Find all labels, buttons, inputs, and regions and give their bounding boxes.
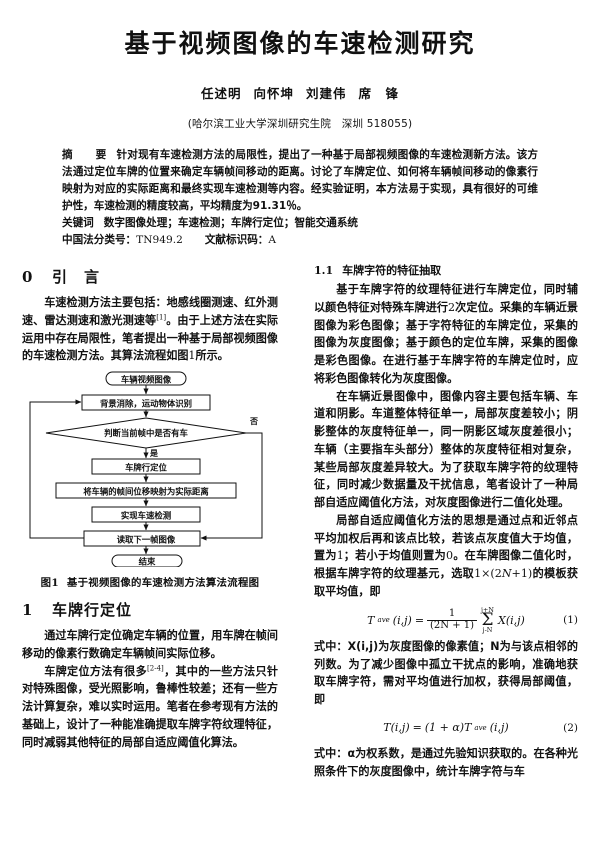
- flow-node-end: 结束: [139, 557, 156, 567]
- keywords-text: 数字图像处理；车速检测；车牌行定位；智能交通系统: [103, 217, 359, 230]
- flow-node-step2: 车牌行定位: [125, 463, 167, 473]
- abstract-text: 针对现有车速检测方法的局限性，提出了一种基于局部视频图像的车速检测新方法。该方法…: [62, 148, 539, 212]
- affiliation: (哈尔滨工业大学深圳研究生院 深圳 518055): [187, 117, 413, 130]
- subsection-1-1-paragraph-2: 在车辆近景图像中，图像内容主要包括车辆、车道和阴影。车道整体特征单一，局部灰度差…: [314, 389, 578, 510]
- abstract-label: 摘 要: [62, 148, 113, 161]
- flowchart-diagram: 车辆视频图像 背景消除，运动物体识别 判断当前帧中是否有车 车牌行定位 将车辆的…: [29, 371, 263, 567]
- title-block: 基于视频图像的车速检测研究 任述明向怀坤刘建伟席 锋 (哈尔滨工业大学深圳研究生…: [0, 0, 600, 131]
- doc-code-value: A: [268, 234, 277, 247]
- equation-1-summation: j+N Σ j-N: [481, 605, 494, 635]
- flow-edge-label-no: 否: [249, 417, 258, 426]
- subsection-1-1-number: 1.1: [314, 264, 334, 277]
- equation-2-number: (2): [563, 721, 578, 734]
- clc-line: 中国法分类号：TN949.2 文献标识码：A: [62, 232, 538, 249]
- section-0-paragraph-1: 车速检测方法主要包括：地感线圈测速、红外测速、雷达测速和激光测速等[1]。由于上…: [22, 296, 278, 363]
- equation-1-summand: X(i,j): [497, 613, 525, 627]
- equation-2-lhs: T(i,j): [383, 721, 410, 735]
- equation-1-lhs: T: [367, 613, 375, 627]
- equation-2-equals: =: [412, 721, 422, 735]
- section-heading-0: 0 引 言: [22, 266, 278, 287]
- figure-1-number: 图1: [40, 577, 59, 589]
- figure-1: 车辆视频图像 背景消除，运动物体识别 判断当前帧中是否有车 车牌行定位 将车辆的…: [22, 371, 278, 589]
- figure-1-caption-text: 基于视频图像的车速检测方法算法流程图: [66, 577, 260, 589]
- section-heading-1: 1 车牌行定位: [22, 599, 278, 620]
- clc-value: TN949.2: [136, 234, 183, 247]
- section-1-number: 1: [22, 601, 34, 619]
- author-list: 任述明向怀坤刘建伟席 锋: [40, 83, 560, 102]
- abstract-block: 摘 要针对现有车速检测方法的局限性，提出了一种基于局部视频图像的车速检测新方法。…: [62, 147, 538, 250]
- flow-edge-label-yes: 是: [149, 448, 158, 458]
- abstract-paragraph: 摘 要针对现有车速检测方法的局限性，提出了一种基于局部视频图像的车速检测新方法。…: [62, 147, 538, 216]
- citation-ref-2-4: [2-4]: [147, 663, 164, 672]
- flow-node-step5: 读取下一帧图像: [117, 535, 176, 545]
- sigma-icon: Σ: [481, 609, 494, 630]
- flow-node-step3: 将车辆的帧间位移映射为实际距离: [83, 487, 209, 497]
- figure-1-caption: 图1 基于视频图像的车速检测方法算法流程图: [22, 574, 278, 589]
- equation-1-lhs-args: (i,j): [392, 613, 412, 627]
- equation-1-number: (1): [563, 614, 578, 627]
- clc-label: 中国法分类号：: [62, 234, 137, 247]
- equation-2-rhs-args: (i,j): [489, 721, 509, 735]
- doc-code-label: 文献标识码：: [204, 234, 269, 247]
- author-4: 席 锋: [358, 85, 400, 101]
- after-equation-1-text: 式中：X(i,j)为灰度图像的像素值；N为与该点相邻的列数。为了减少图像中孤立干…: [314, 639, 578, 706]
- equation-1-denominator: (2N + 1): [427, 619, 478, 632]
- equation-2-rhs-prefix: (1 + α)T: [424, 721, 472, 735]
- keywords-line: 关键词数字图像处理；车速检测；车牌行定位；智能交通系统: [62, 215, 538, 232]
- subsection-1-1-paragraph-3: 局部自适应阈值化方法的思想是通过点和近邻点平均加权后再和该点比较，若该点灰度值大…: [314, 513, 578, 598]
- subsection-1-1-paragraph-1: 基于车牌字符的纹理特征进行车牌定位，同时辅以颜色特征对特殊车牌进行2次定位。采集…: [314, 283, 578, 385]
- flow-node-step4: 实现车速检测: [121, 511, 171, 521]
- equation-1-lhs-sub: ave: [377, 616, 390, 625]
- author-2: 向怀坤: [253, 85, 294, 101]
- right-column: 1.1 车牌字符的特征抽取 基于车牌字符的纹理特征进行车牌定位，同时辅以颜色特征对…: [300, 262, 600, 842]
- equation-2-rhs-sub: ave: [474, 723, 487, 732]
- keywords-label: 关键词: [62, 217, 94, 230]
- page-title: 基于视频图像的车速检测研究: [124, 29, 476, 58]
- citation-ref-1: [1]: [156, 313, 167, 322]
- left-column: 0 引 言 车速检测方法主要包括：地感线圈测速、红外测速、雷达测速和激光测速等[1…: [0, 262, 300, 842]
- section-1-paragraph-1: 通过车牌行定位确定车辆的位置，用车牌在帧间移动的像素行数确定车辆帧间实际位移。: [22, 629, 278, 660]
- section-0-number: 0: [22, 268, 34, 286]
- section-1-paragraph-2: 车牌定位方法有很多[2-4]，其中的一些方法只针对特殊图像，受光照影响，鲁棒性较…: [22, 663, 278, 749]
- author-1: 任述明: [200, 85, 242, 101]
- section-0-title: 引 言: [52, 268, 101, 286]
- equation-1-sum-lower: j-N: [482, 626, 493, 635]
- subsection-1-1-title: 车牌字符的特征抽取: [342, 264, 442, 277]
- equation-1-sum-upper: j+N: [481, 605, 494, 614]
- body-columns: 0 引 言 车速检测方法主要包括：地感线圈测速、红外测速、雷达测速和激光测速等[1…: [0, 262, 600, 842]
- equation-1-fraction: 1 (2N + 1): [427, 607, 478, 632]
- after-equation-2-text: 式中：α为权系数，是通过先验知识获取的。在各种光照条件下的灰度图像中，统计车牌字…: [314, 746, 578, 778]
- flow-node-decision: 判断当前帧中是否有车: [104, 428, 188, 438]
- equation-1-equals: =: [414, 613, 425, 627]
- flow-node-start: 车辆视频图像: [121, 375, 172, 385]
- section-1-title: 车牌行定位: [52, 601, 133, 619]
- equation-1-numerator: 1: [448, 607, 456, 619]
- subsection-heading-1-1: 1.1 车牌字符的特征抽取: [314, 262, 578, 278]
- flow-node-step1: 背景消除，运动物体识别: [100, 399, 192, 409]
- author-3: 刘建伟: [306, 85, 347, 101]
